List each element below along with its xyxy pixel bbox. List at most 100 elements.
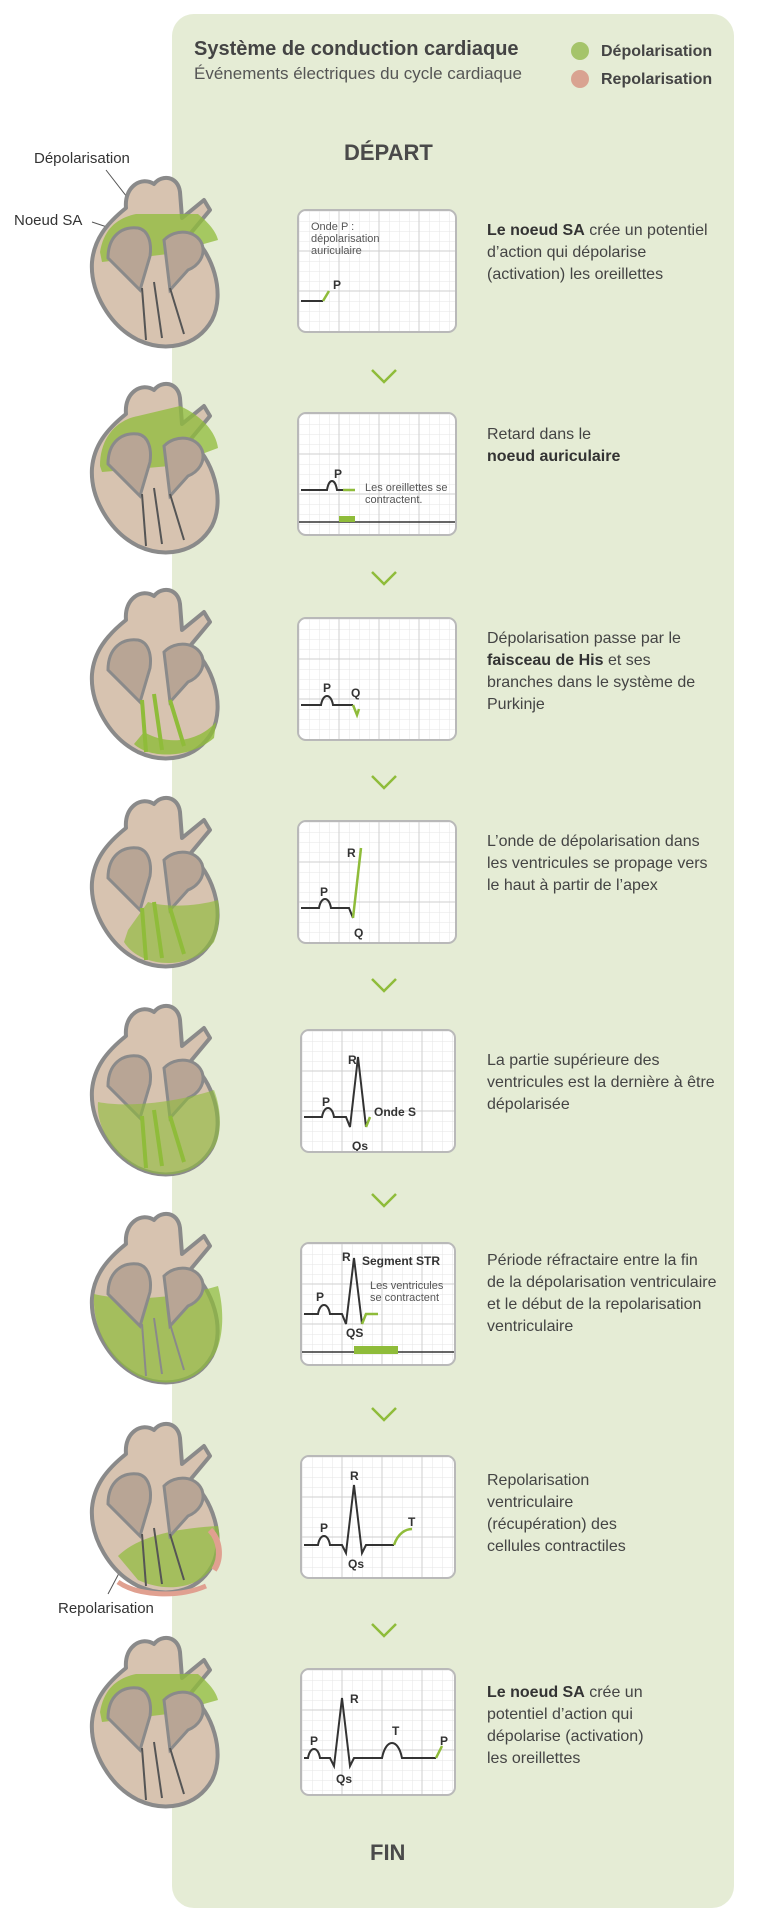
- ecg-panel-7: P Qs R T: [300, 1455, 456, 1579]
- ecg-grid: [302, 1457, 454, 1577]
- legend-depolarisation-label: Dépolarisation: [601, 43, 713, 60]
- ecg-grid: [302, 1670, 454, 1794]
- ecg-note-contract: Les oreillettes se contractent.: [365, 482, 448, 506]
- ecg-trace: [302, 1257, 454, 1354]
- ecg-label-r: R: [342, 1250, 351, 1264]
- ecg-trace: [304, 1697, 444, 1770]
- chevron-down-icon: [371, 775, 397, 790]
- ecg-label-p: P: [320, 885, 329, 899]
- step-5-description: La partie supérieure des ventricules est…: [487, 1050, 717, 1116]
- ecg-label-qs: Qs: [336, 1772, 353, 1786]
- ecg-panel-5: P Qs R Onde S: [300, 1029, 456, 1153]
- step-1-description: Le noeud SA crée un potentiel d’action q…: [487, 220, 717, 286]
- ecg-panel-3: P Q: [297, 617, 457, 741]
- ecg-panel-2: P Les oreillettes se contractent.: [297, 412, 457, 536]
- step-8-description: Le noeud SA crée un potentiel d’action q…: [487, 1682, 662, 1770]
- ecg-label-p: P: [320, 1521, 329, 1535]
- chevron-down-icon: [371, 1193, 397, 1208]
- ecg-grid: [299, 822, 455, 942]
- ecg-grid: [302, 1244, 454, 1364]
- legend-depolarisation: Dépolarisation: [571, 42, 712, 61]
- ecg-grid: [302, 1031, 454, 1151]
- ecg-label-p-next: P: [440, 1734, 449, 1748]
- ecg-label-q: Q: [351, 686, 361, 700]
- legend-repolarisation-swatch: [571, 70, 589, 88]
- ecg-label-p: P: [310, 1734, 319, 1748]
- desc-bold: Le noeud SA: [487, 222, 585, 239]
- desc-text: Repolarisation ventriculaire (récupérati…: [487, 1472, 626, 1555]
- ecg-label-r: R: [348, 1053, 357, 1067]
- legend-repolarisation-label: Repolarisation: [601, 71, 713, 88]
- ecg-label-r: R: [347, 846, 356, 860]
- chevron-down-icon: [371, 571, 397, 586]
- desc-text: Dépolarisation passe par le: [487, 630, 681, 647]
- legend-depolarisation-swatch: [571, 42, 589, 60]
- heart-his-bundle-icon: [89, 587, 220, 761]
- callout-depolarisation: Dépolarisation: [34, 150, 130, 167]
- ecg-label-r: R: [350, 1692, 359, 1706]
- step-2-description: Retard dans le noeud auriculaire: [487, 424, 717, 468]
- desc-text: La partie supérieure des ventricules est…: [487, 1052, 715, 1113]
- desc-text: Période réfractaire entre la fin de la d…: [487, 1252, 717, 1335]
- start-label: DÉPART: [344, 140, 433, 165]
- diagram-subtitle: Événements électriques du cycle cardiaqu…: [194, 64, 522, 83]
- ecg-label-p: P: [322, 1095, 331, 1109]
- ecg-note-contract: Les ventricules se contractent: [370, 1280, 444, 1304]
- desc-bold: faisceau de His: [487, 652, 604, 669]
- heart-ventricles-upper-icon: [89, 1003, 220, 1177]
- diagram-title: Système de conduction cardiaque: [194, 38, 519, 60]
- ecg-label-p: P: [333, 278, 342, 292]
- ecg-label-qs: Qs: [352, 1139, 369, 1153]
- desc-text: Retard dans le: [487, 426, 592, 443]
- ecg-grid: [299, 619, 455, 739]
- ecg-trace: [301, 847, 363, 919]
- ecg-trace: [299, 480, 455, 523]
- ecg-panel-6: P QS R Segment STR Les ventricules se co…: [300, 1242, 456, 1366]
- desc-text: crée un potentiel d’action qui dépolaris…: [487, 1684, 644, 1767]
- ecg-trace: [301, 695, 361, 719]
- ecg-label-r: R: [350, 1469, 359, 1483]
- ecg-label-qs: QS: [346, 1326, 364, 1340]
- ecg-label-p: P: [316, 1290, 325, 1304]
- ecg-trace: [301, 290, 331, 302]
- heart-sa-node-restart-icon: [89, 1635, 220, 1809]
- ecg-trace: [304, 1484, 413, 1557]
- ecg-label-s: Onde S: [374, 1105, 417, 1119]
- end-label: FIN: [370, 1840, 406, 1865]
- chevron-down-icon: [371, 1407, 397, 1422]
- desc-bold: Le noeud SA: [487, 1684, 585, 1701]
- chevron-down-icon: [371, 1623, 397, 1638]
- ecg-panel-4: P Q R: [297, 820, 457, 944]
- heart-repolarisation-icon: [89, 1421, 222, 1597]
- chevron-down-icon: [371, 978, 397, 993]
- heart-ventricles-full-icon: [89, 1211, 223, 1385]
- callout-sa-node: Noeud SA: [14, 212, 83, 229]
- ecg-grid: [299, 211, 455, 331]
- ecg-panel-1: Onde P : dépolarisation auriculaire P: [297, 209, 457, 333]
- step-7-description: Repolarisation ventriculaire (récupérati…: [487, 1470, 637, 1558]
- ecg-trace: [304, 1056, 372, 1128]
- callout-repolarisation: Repolarisation: [58, 1600, 154, 1617]
- ecg-label-qs: Qs: [348, 1557, 365, 1571]
- ecg-grid: [299, 414, 455, 534]
- desc-bold: noeud auriculaire: [487, 448, 621, 465]
- step-6-description: Période réfractaire entre la fin de la d…: [487, 1250, 717, 1338]
- ecg-label-segment: Segment STR: [362, 1254, 441, 1268]
- chevron-down-icon: [371, 369, 397, 384]
- heart-apex-icon: [89, 795, 220, 969]
- heart-sa-node-icon: [89, 175, 220, 349]
- desc-text: crée un potentiel d’action qui dépolaris…: [487, 222, 708, 283]
- ecg-note-onde-p: Onde P : dépolarisation auriculaire: [311, 221, 380, 257]
- ecg-panel-8: P Qs R T P: [300, 1668, 456, 1796]
- ecg-label-p: P: [334, 467, 343, 481]
- ecg-label-q: Q: [354, 926, 364, 940]
- ecg-label-p: P: [323, 681, 332, 695]
- step-4-description: L’onde de dépolarisation dans les ventri…: [487, 831, 717, 897]
- legend-repolarisation: Repolarisation: [571, 70, 712, 89]
- heart-atria-icon: [89, 381, 220, 555]
- desc-text-2: et ses branches dans le système de Purki…: [487, 652, 696, 713]
- ecg-label-t: T: [392, 1724, 400, 1738]
- step-3-description: Dépolarisation passe par le faisceau de …: [487, 628, 717, 716]
- ecg-label-t: T: [408, 1515, 416, 1529]
- desc-text: L’onde de dépolarisation dans les ventri…: [487, 833, 708, 894]
